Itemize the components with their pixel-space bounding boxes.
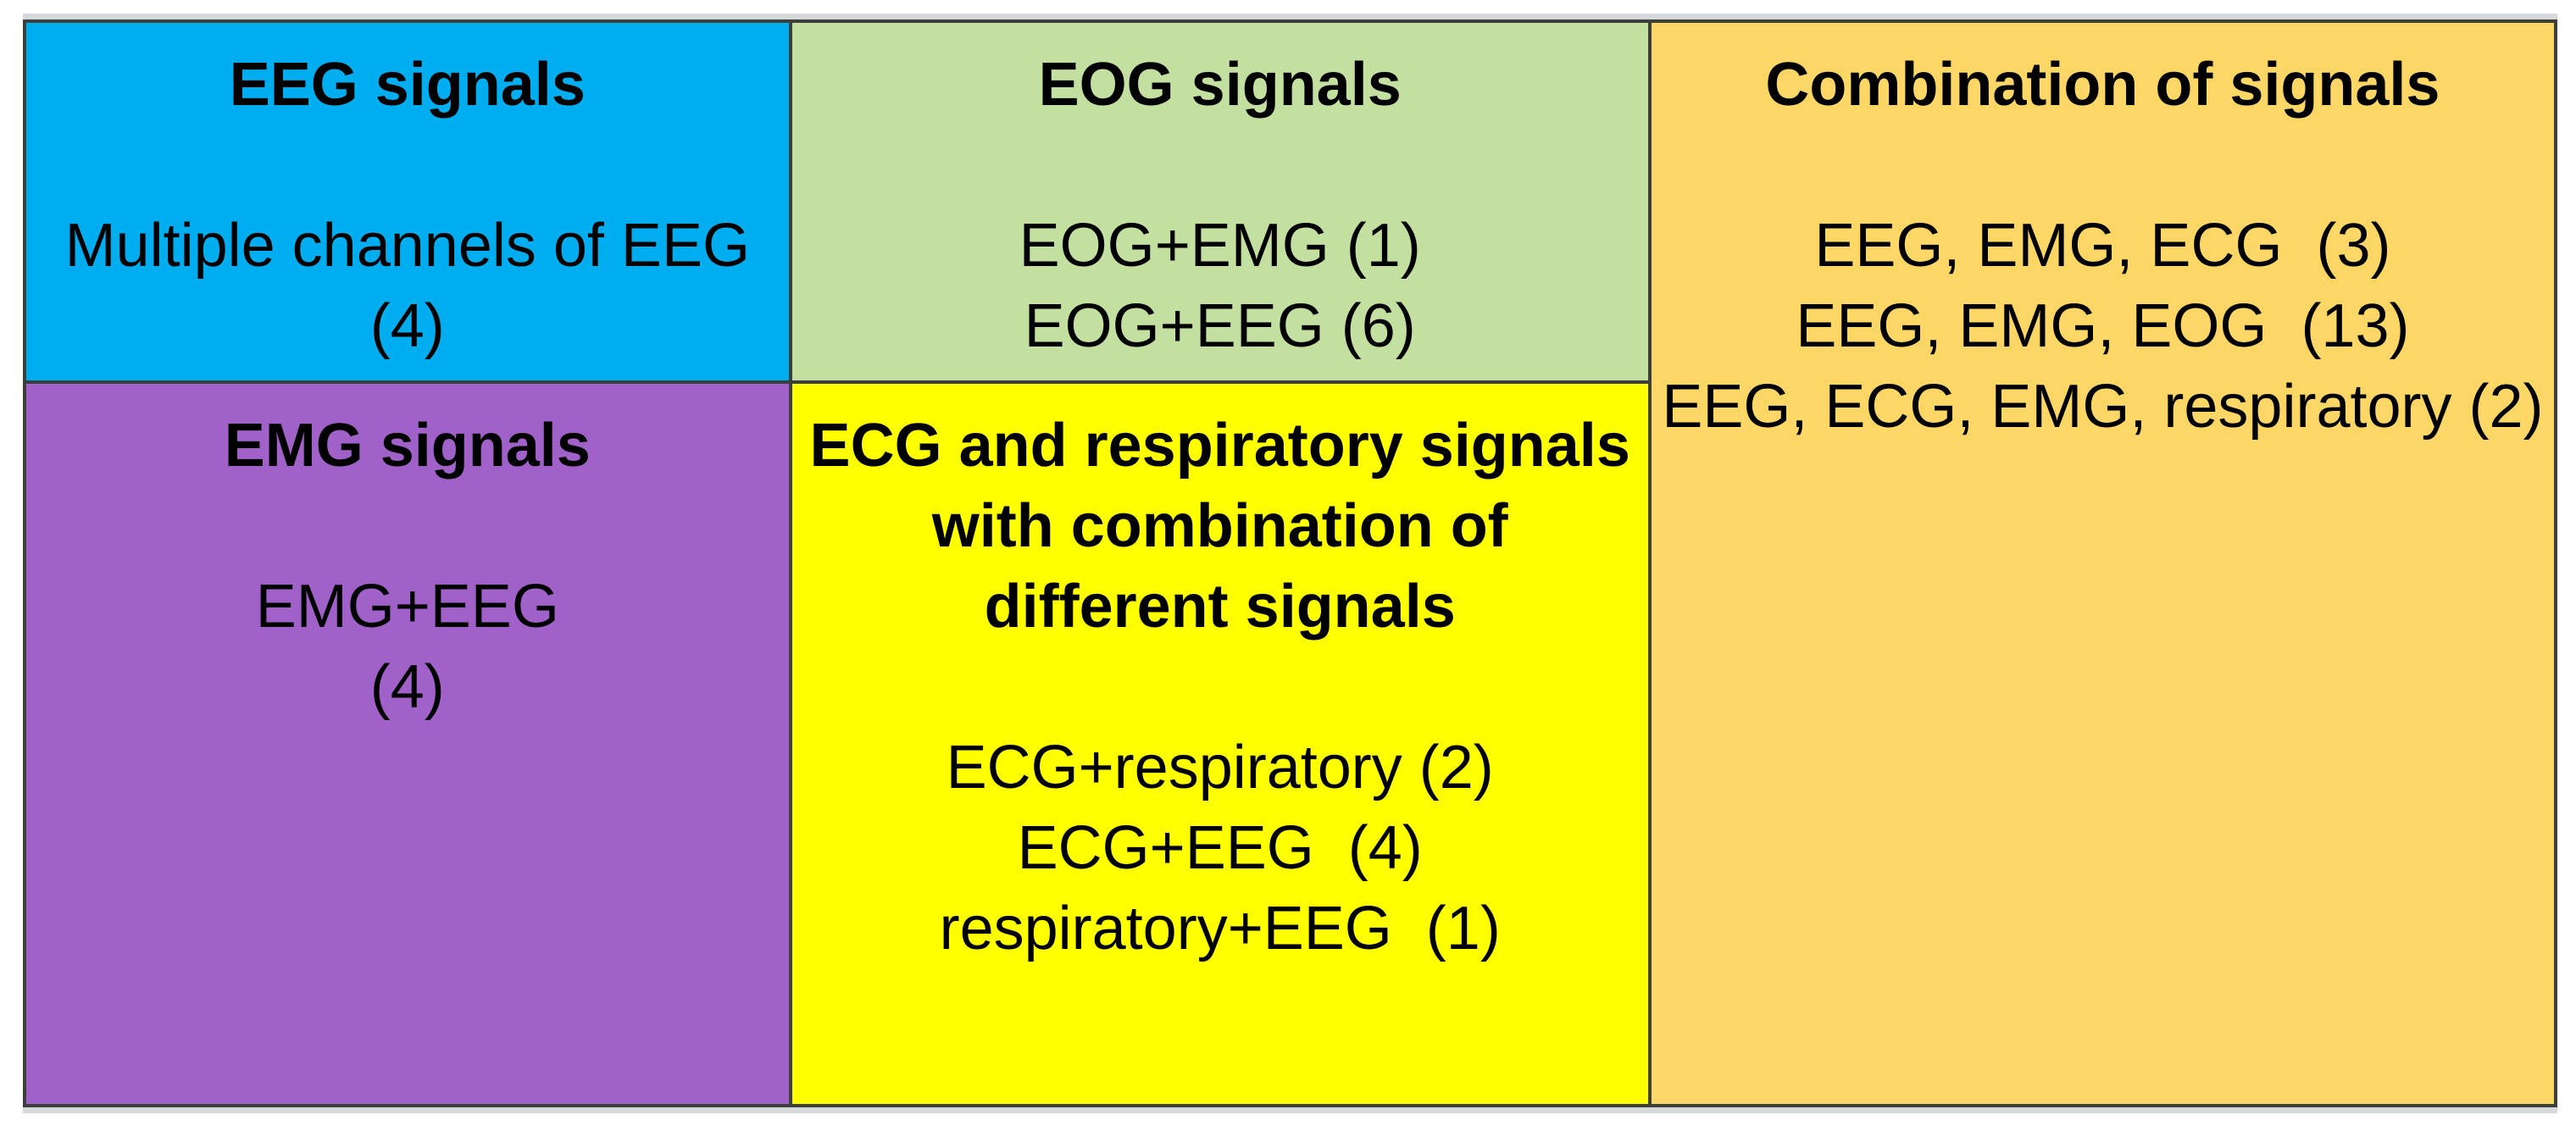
emg-signals-header: EMG signals [224,412,591,480]
signals-table-frame: EEG signals Multiple channels of EEG (4)… [23,19,2557,1107]
ecg-respiratory-body: ECG+respiratory (2) ECG+EEG (4) respirat… [940,728,1501,969]
eog-emg-line: EOG+EMG (1) [1019,212,1421,280]
eeg-signals-body: Multiple channels of EEG (4) [65,206,750,367]
ecg-eeg-line: ECG+EEG (4) [1017,814,1423,883]
eog-eeg-line: EOG+EEG (6) [1024,292,1416,360]
cell-combination-signals: Combination of signals EEG, EMG, ECG (3)… [1651,23,2554,1104]
signals-table: EEG signals Multiple channels of EEG (4)… [26,23,2554,1104]
eeg-signals-line: Multiple channels of EEG [64,212,750,280]
eeg-emg-eog-line: EEG, EMG, EOG (13) [1796,292,2410,360]
ecg-respiratory-header-line-2: with combination of [931,492,1508,561]
ecg-respiratory-line: ECG+respiratory (2) [946,734,1494,802]
combination-signals-header: Combination of signals [1765,51,2440,119]
eeg-emg-ecg-line: EEG, EMG, ECG (3) [1814,212,2391,280]
cell-eeg-signals: EEG signals Multiple channels of EEG (4) [26,23,792,385]
emg-eeg-line: EMG+EEG [255,573,559,641]
combination-signals-body: EEG, EMG, ECG (3) EEG, EMG, EOG (13) EEG… [1662,206,2543,447]
respiratory-eeg-line: respiratory+EEG (1) [939,895,1501,963]
cell-ecg-respiratory-signals: ECG and respiratory signals with combina… [791,384,1652,1104]
ecg-respiratory-header-line-3: different signals [984,573,1456,641]
eog-signals-body: EOG+EMG (1) EOG+EEG (6) [1019,206,1421,367]
cell-emg-signals: EMG signals EMG+EEG (4) [26,384,792,1104]
eog-signals-header: EOG signals [1038,51,1402,119]
emg-signals-count: (4) [369,653,445,722]
ecg-respiratory-header-line-1: ECG and respiratory signals [809,412,1630,480]
eeg-signals-count: (4) [369,292,445,360]
eeg-ecg-emg-respiratory-line: EEG, ECG, EMG, respiratory (2) [1662,373,2544,441]
eeg-signals-header: EEG signals [229,51,586,119]
cell-eog-signals: EOG signals EOG+EMG (1) EOG+EEG (6) [791,23,1652,385]
emg-signals-body: EMG+EEG (4) [256,567,559,728]
